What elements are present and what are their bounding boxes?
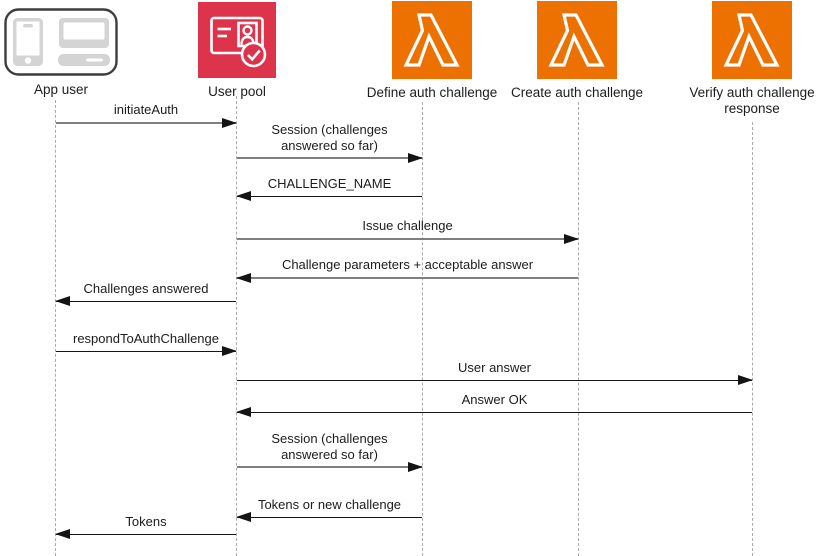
message-initiateauth: initiateAuth [56,102,237,128]
arrowhead-left-icon [236,191,251,201]
arrowhead-left-icon [55,529,70,539]
arrow-line [55,296,236,306]
lifeline-verify-auth-challenge-response [752,122,753,556]
message-session-challenges-1: Session (challenges answered so far) [237,122,423,163]
arrowhead-right-icon [564,233,579,244]
arrow-line [237,462,423,472]
message-label: User answer [458,360,531,375]
message-answer-ok: Answer OK [236,392,752,417]
arrow-line [236,407,752,417]
arrowhead-left-icon [55,296,70,306]
lifeline-app-user [55,100,56,556]
arrowhead-right-icon [222,346,237,356]
arrow-line [237,375,753,385]
message-label: Tokens or new challenge [257,497,402,512]
lifeline-user-pool [236,96,237,556]
message-respondtoauthchallenge: respondToAuthChallenge [56,331,237,356]
lifeline-define-auth-challenge [422,102,423,556]
message-challenges-answered: Challenges answered [55,281,236,306]
arrowhead-left-icon [236,512,251,522]
message-label: CHALLENGE_NAME [267,176,392,191]
lambda-icon [392,1,472,79]
message-label: initiateAuth [113,102,179,117]
arrowhead-right-icon [408,462,423,472]
arrowhead-right-icon [222,117,237,128]
arrow-line [56,346,237,356]
message-challenge-name: CHALLENGE_NAME [236,176,422,201]
message-label: Issue challenge [362,218,453,233]
arrowhead-left-icon [236,407,251,417]
message-label: Challenges answered [83,281,209,296]
app-user-devices-icon [4,8,118,76]
message-label: Challenge parameters + acceptable answer [281,257,534,272]
message-label: respondToAuthChallenge [73,331,219,346]
lambda-icon [712,1,792,79]
arrow-line [56,117,237,128]
message-label: Answer OK [461,392,528,407]
actor-label-user-pool: User pool [208,84,266,99]
actor-label-define-auth-challenge: Define auth challenge [366,85,498,100]
message-label: Session (challenges answered so far) [271,431,388,462]
lambda-icon [537,1,617,79]
actor-label-verify-auth-challenge-response: Verify auth challenge response [689,85,815,116]
arrowhead-left-icon [236,272,251,283]
actor-define-auth-challenge: Define auth challenge [367,1,497,101]
arrow-line [236,512,422,522]
message-tokens-or-new-challenge: Tokens or new challenge [236,497,422,522]
message-challenge-parameters: Challenge parameters + acceptable answer [236,257,578,283]
arrowhead-right-icon [738,375,753,385]
actor-app-user: App user [4,8,118,98]
arrow-line [236,272,578,283]
arrow-line [55,529,236,539]
arrow-line [236,191,422,201]
message-issue-challenge: Issue challenge [237,218,579,244]
actor-label-app-user: App user [33,82,89,97]
message-label: Tokens [125,514,167,529]
actor-create-auth-challenge: Create auth challenge [511,1,643,101]
actor-user-pool: User pool [198,2,276,100]
arrow-line [237,233,579,244]
arrowhead-right-icon [408,153,423,163]
cognito-user-pool-icon [198,2,276,78]
message-label: Session (challenges answered so far) [271,122,388,153]
actor-label-create-auth-challenge: Create auth challenge [510,85,644,100]
arrow-line [237,153,423,163]
actor-verify-auth-challenge-response: Verify auth challenge response [689,1,815,117]
message-session-challenges-2: Session (challenges answered so far) [237,431,423,472]
message-tokens: Tokens [55,514,236,539]
lifeline-create-auth-challenge [578,102,579,556]
message-user-answer: User answer [237,360,753,385]
